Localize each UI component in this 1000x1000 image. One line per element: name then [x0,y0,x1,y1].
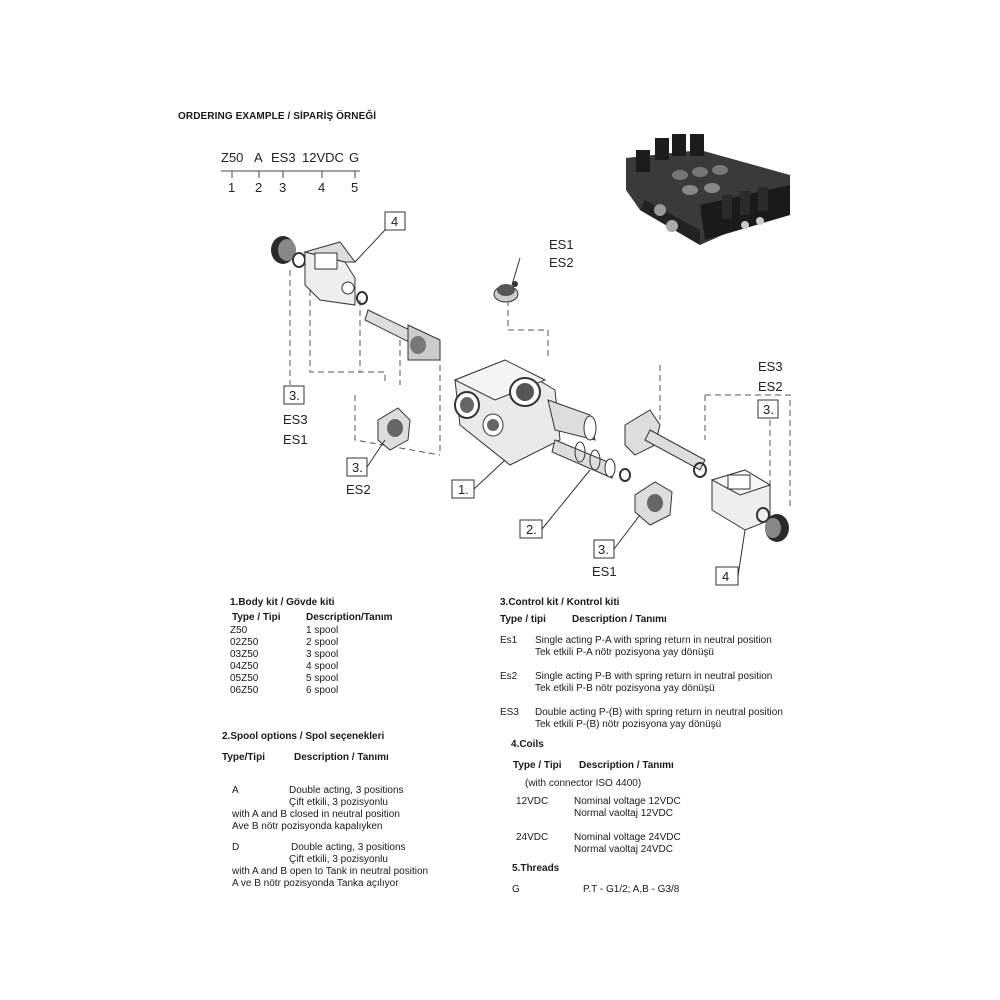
callout-es1-bottom: ES1 [592,564,617,579]
code-part-3: ES3 [271,150,296,165]
body-kit-desc: 5 spool [306,673,339,684]
body-kit-type: 02Z50 [230,637,259,648]
threads-type: G [512,884,520,895]
body-kit-col-type: Type / Tipi [232,612,281,623]
spool [551,439,631,482]
callout-es2-mid: ES2 [346,482,371,497]
callout-es3-right: ES3 [758,359,783,374]
spool-col-desc: Description / Tanımı [294,752,389,763]
spool-line: Double acting, 3 positions [289,785,404,796]
exploded-diagram: Z50 A ES3 12VDC G 1 2 3 4 5 [221,134,791,586]
control-kit-title: 3.Control kit / Kontrol kiti [500,597,620,608]
code-part-5: G [349,150,359,165]
code-pos-2: 2 [255,180,262,195]
coil-line: Nominal voltage 24VDC [574,832,681,843]
body-kit-type: 04Z50 [230,661,259,672]
control-line: Tek etkili P-A nötr pozisyona yay dönüşü [535,647,714,658]
body-kit-desc: 6 spool [306,685,339,696]
spool-line: A ve B nötr pozisyonda Tanka açılıyor [232,878,399,889]
coils-note: (with connector ISO 4400) [525,778,642,789]
code-pos-1: 1 [228,180,235,195]
body-kit-desc: 3 spool [306,649,339,660]
spool-col-type: Type/Tipi [222,752,265,763]
code-part-2: A [254,150,263,165]
left-flange [377,407,411,451]
top-plug [493,281,519,303]
control-type: Es2 [500,671,518,682]
body-kit-col-desc: Description/Tanım [306,612,393,623]
coil-line: Nominal voltage 12VDC [574,796,681,807]
control-line: Tek etkili P-B nötr pozisyona yay dönüşü [535,683,715,694]
control-type: ES3 [500,707,519,718]
callout-1: 1. [458,482,469,497]
callout-3-bottom: 3. [598,542,609,557]
right-coil-assembly [624,409,789,542]
coil-line: Normal vaoltaj 24VDC [574,844,673,855]
control-line: Single acting P-A with spring return in … [535,635,772,646]
spool-line: Ave B nötr pozisyonda kapalıyken [232,821,383,832]
coils-col-type: Type / Tipi [513,760,562,771]
coil-type: 24VDC [516,832,549,843]
control-col-desc: Description / Tanımı [572,614,667,625]
control-line: Tek etkili P-(B) nötr pozisyona yay dönü… [535,719,722,730]
body-kit-title: 1.Body kit / Gövde kiti [230,597,335,608]
body-kit-desc: 2 spool [306,637,339,648]
body-kit-type: 03Z50 [230,649,259,660]
body-kit-type: Z50 [230,625,248,636]
body-kit-desc: 1 spool [306,625,339,636]
valve-body [453,359,597,466]
control-type: Es1 [500,635,518,646]
coils-col-desc: Description / Tanımı [579,760,674,771]
callout-es3-left: ES3 [283,412,308,427]
callout-2: 2. [526,522,537,537]
threads-desc: P.T - G1/2; A,B - G3/8 [583,884,680,895]
control-line: Single acting P-B with spring return in … [535,671,773,682]
threads-title: 5.Threads [512,863,560,874]
body-kit-desc: 4 spool [306,661,339,672]
spool-line: Double acting, 3 positions [291,842,406,853]
control-line: Double acting P-(B) with spring return i… [535,707,783,718]
spool-line: Çift etkili, 3 pozisyonlu [289,797,388,808]
page-title: ORDERING EXAMPLE / SİPARİŞ ÖRNEĞİ [178,111,377,122]
callout-es2-right: ES2 [758,379,783,394]
callout-4-bottom: 4 [722,569,729,584]
coil-line: Normal vaoltaj 12VDC [574,808,673,819]
control-col-type: Type / tipi [500,614,546,625]
bottom-flange [634,481,673,526]
left-coil-assembly [271,236,441,361]
callout-3-left: 3. [289,388,300,403]
spool-type: D [232,842,240,853]
code-pos-5: 5 [351,180,358,195]
coils-title: 4.Coils [511,739,544,750]
callout-es2-top: ES2 [549,255,574,270]
callout-es1-left: ES1 [283,432,308,447]
callout-3-mid: 3. [352,460,363,475]
code-part-4: 12VDC [302,150,344,165]
code-pos-3: 3 [279,180,286,195]
spool-line: Çift etkili, 3 pozisyonlu [289,854,388,865]
callout-3-right: 3. [763,402,774,417]
spool-type: A [232,785,239,796]
callout-4-top: 4 [391,214,398,229]
spool-line: with A and B closed in neutral position [232,809,400,820]
valve-product-photo [626,134,790,245]
order-code: Z50 A ES3 12VDC G 1 2 3 4 5 [221,150,360,195]
body-kit-type: 05Z50 [230,673,259,684]
callout-es1-top: ES1 [549,237,574,252]
spool-line: with A and B open to Tank in neutral pos… [232,866,429,877]
coil-type: 12VDC [516,796,549,807]
body-kit-type: 06Z50 [230,685,259,696]
code-part-1: Z50 [221,150,243,165]
code-pos-4: 4 [318,180,325,195]
spool-options-title: 2.Spool options / Spol seçenekleri [222,731,385,742]
